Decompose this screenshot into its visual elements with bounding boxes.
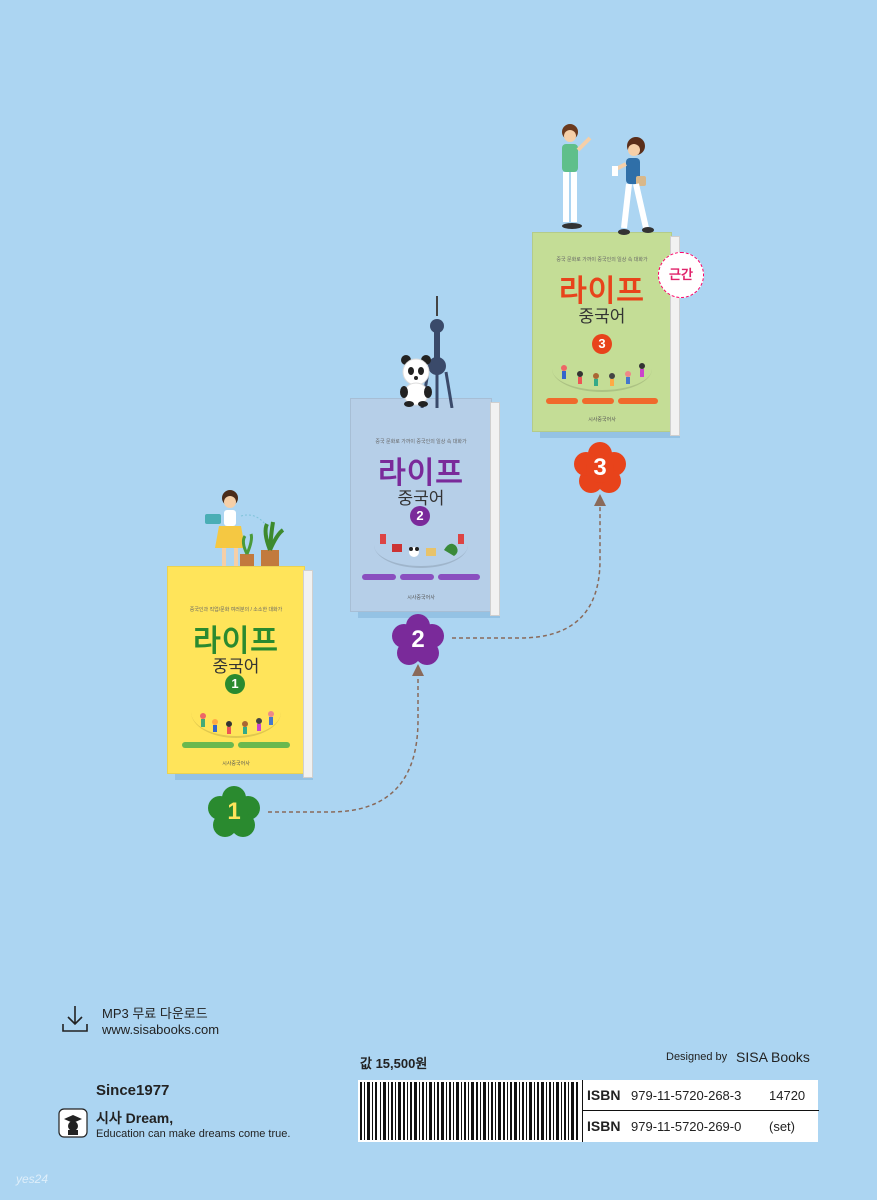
download-icon — [62, 1006, 88, 1032]
book-3-publisher: 시사중국어사 — [588, 417, 616, 423]
book-2-spine — [490, 402, 500, 616]
book-cover-1: 중국인과 직업/문화 여러분의 / 소소한 대화가 라이프 중국어 1 시사중국… — [167, 566, 313, 778]
people-illustration-icon — [561, 363, 645, 386]
book-1-publisher: 시사중국어사 — [222, 761, 250, 767]
isbn-label-2: ISBN — [587, 1118, 621, 1134]
girl-watering-plants-icon — [205, 490, 285, 566]
panda-tower-icon — [400, 296, 454, 408]
step-badge-2: 2 — [392, 614, 444, 666]
flower-badge-icon — [574, 442, 626, 493]
people-illustration-icon — [200, 711, 274, 734]
book-3-features — [532, 398, 672, 404]
book-2-illustration — [374, 522, 468, 568]
book-1-cover-face — [167, 566, 305, 774]
isbn-block: ISBN 979-11-5720-268-3 14720 ISBN 979-11… — [582, 1080, 819, 1142]
flower-badge-icon — [208, 786, 260, 837]
book-cover-3: 중국 문화로 가까이 중국인의 일상 속 대화가 라이프 중국어 3 시사중국어… — [532, 232, 680, 436]
landmarks-illustration-icon — [380, 534, 464, 557]
book-1-title: 라이프 — [193, 625, 279, 658]
download-url[interactable]: www.sisabooks.com — [102, 1022, 220, 1037]
book-3-title: 라이프 — [559, 275, 645, 308]
two-people-talking-icon — [562, 124, 654, 235]
step-3-label: 3 — [593, 454, 607, 481]
designed-by-prefix: Designed by — [666, 1051, 728, 1063]
brand-since: Since1977 — [96, 1082, 170, 1099]
watermark: yes24 — [16, 1172, 49, 1186]
book-2-title: 라이프 — [378, 457, 464, 490]
book-3-tagline: 중국 문화로 가까이 중국인의 일상 속 대화가 — [556, 257, 648, 263]
book-1-spine — [303, 570, 313, 778]
price-label: 값 15,500원 — [360, 1056, 428, 1071]
book-1-tagline: 중국인과 직업/문화 여러분의 / 소소한 대화가 — [189, 607, 283, 613]
book-2-number: 2 — [410, 506, 430, 526]
book-2-subtitle: 중국어 — [397, 489, 445, 508]
step-badge-1: 1 — [208, 786, 260, 838]
isbn-extra-2: (set) — [769, 1119, 795, 1134]
download-label: MP3 무료 다운로드 — [102, 1006, 208, 1021]
flower-badge-icon — [392, 614, 444, 665]
designed-by-name: SISA Books — [736, 1049, 810, 1065]
book-1-illustration — [191, 686, 281, 738]
barcode-icon — [360, 1082, 578, 1140]
step-2-label: 2 — [411, 626, 425, 653]
book-2-features — [350, 574, 492, 580]
isbn-number-1: 979-11-5720-268-3 — [631, 1088, 742, 1103]
book-3-subtitle: 중국어 — [578, 307, 626, 326]
brand-slogan: Education can make dreams come true. — [96, 1128, 291, 1140]
step-1-label: 1 — [227, 798, 241, 825]
brand-name: 시사 Dream, — [96, 1110, 174, 1126]
coming-soon-badge: 근간 — [658, 252, 704, 298]
isbn-number-2: 979-11-5720-269-0 — [631, 1119, 742, 1134]
book-cover-2: 중국 문화로 가까이 중국인의 일상 속 대화가 라이프 중국어 2 시사중국어… — [350, 398, 500, 616]
book-3-spine — [670, 236, 680, 436]
book-2-tagline: 중국 문화로 가까이 중국인의 일상 속 대화가 — [375, 439, 467, 445]
isbn-extra-1: 14720 — [769, 1088, 806, 1103]
book-1-features — [167, 742, 305, 748]
book-1-subtitle: 중국어 — [212, 657, 260, 676]
book-3-illustration — [552, 346, 652, 392]
book-2-publisher: 시사중국어사 — [407, 595, 435, 601]
step-badge-3: 3 — [574, 442, 626, 494]
barcode-panel: ISBN 979-11-5720-268-3 14720 ISBN 979-11… — [358, 1080, 819, 1142]
scholar-logo-icon — [58, 1108, 88, 1138]
isbn-label-1: ISBN — [587, 1087, 621, 1103]
